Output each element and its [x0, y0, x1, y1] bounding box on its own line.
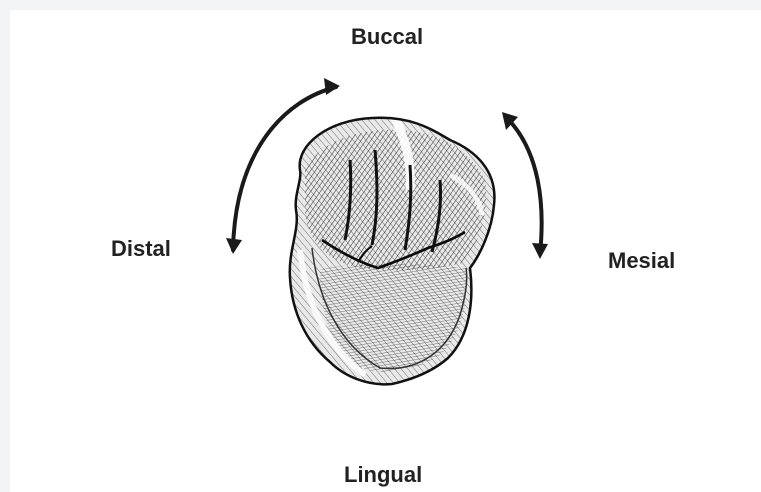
- buccal-label: Buccal: [351, 24, 423, 50]
- lingual-label: Lingual: [344, 462, 422, 488]
- molar-crown-drawing: [280, 110, 510, 400]
- mesial-rotation-arrow-icon: [502, 112, 548, 259]
- distal-label: Distal: [111, 236, 171, 262]
- mesial-label: Mesial: [608, 248, 675, 274]
